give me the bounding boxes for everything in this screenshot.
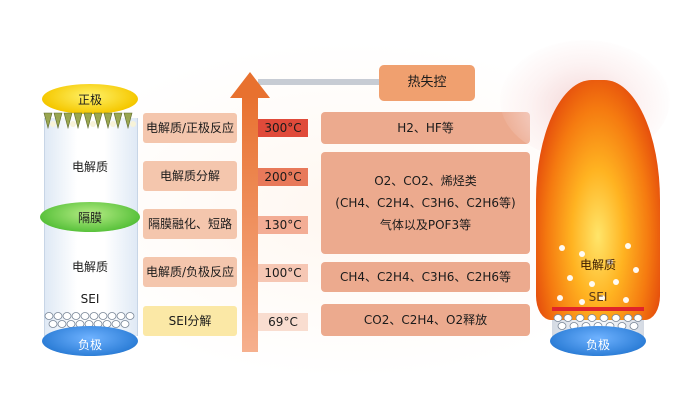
products-69: CO2、C2H4、O2释放 [321,304,530,336]
reaction-sei-decomposition: SEI分解 [143,306,237,336]
right-sei-label: SEI [588,290,608,304]
products-300: H2、HF等 [321,112,530,144]
positive-label: 正极 [77,93,102,107]
reaction-cathode-electrolyte: 电解质/正极反应 [143,113,237,143]
temp-100: 100°C [258,264,308,282]
gas-line-3: 气体以及POF3等 [379,218,472,232]
electrolyte-bottom-label: 电解质 [71,260,108,274]
gas-line-2: (CH4、C2H4、C3H6、C2H6等) [335,196,516,210]
positive-electrode-cap [42,84,138,114]
separator-label: 隔膜 [77,211,102,225]
separator [40,202,140,232]
thermal-runaway-box: 热失控 [379,65,475,101]
fire [536,80,660,320]
damaged-sei-line [552,307,644,311]
electrolyte-top-label: 电解质 [71,160,108,174]
temp-300: 300°C [258,119,308,137]
temp-130: 130°C [258,216,308,234]
gas-bubbles [557,243,639,305]
products-gas-block: O2、CO2、烯烃类 (CH4、C2H4、C3H6、C2H6等) 气体以及POF… [321,152,530,254]
right-electrolyte-label: 电解质 [579,258,616,272]
reaction-electrolyte-decomposition: 电解质分解 [143,161,237,191]
right-negative-label: 负极 [585,338,610,352]
products-100: CH4、C2H4、C3H6、C2H6等 [321,262,530,292]
temp-69: 69°C [258,313,308,331]
sei-label: SEI [80,292,100,306]
sei-particles [44,312,135,328]
gas-line-1: O2、CO2、烯烃类 [374,174,477,188]
negative-electrode-cap [42,326,138,356]
reaction-separator-melting: 隔膜融化、短路 [143,209,237,239]
temp-200: 200°C [258,168,308,186]
negative-label: 负极 [77,338,102,352]
temperature-arrow [230,72,380,352]
reaction-anode-electrolyte: 电解质/负极反应 [143,257,237,287]
positive-particles [43,112,136,130]
right-negative-cap [550,326,646,356]
